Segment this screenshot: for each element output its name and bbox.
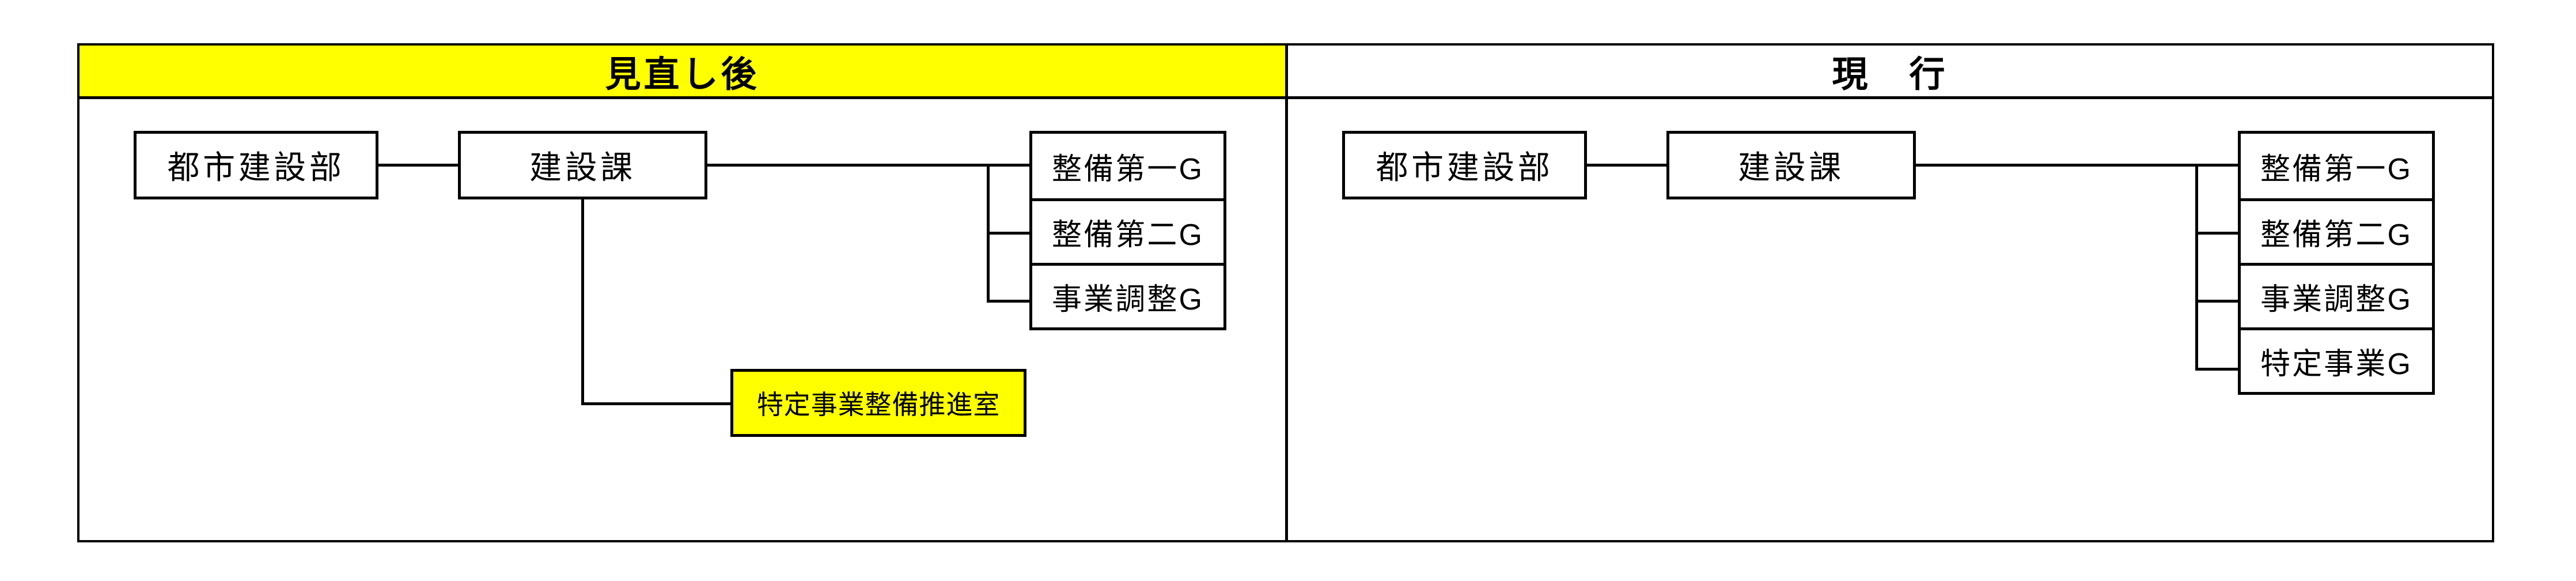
panel-after-revision-header: 見直し後	[79, 46, 1285, 99]
after-connector-to-special	[581, 402, 733, 405]
panel-current-header: 現 行	[1288, 46, 2492, 99]
current-group-box-1: 整備第一G	[2260, 152, 2413, 186]
after-group-box-3: 事業調整G	[1032, 263, 1223, 327]
after-connector-dept-division	[378, 164, 458, 167]
after-connector-division-groups	[707, 164, 1032, 167]
after-connector-stub-group3	[987, 300, 1032, 303]
panel-current-title: 現 行	[1832, 55, 1948, 95]
current-group-box-2: 整備第二G	[2241, 198, 2432, 263]
comparison-figure: 見直し後 都市建設部 建設課 整備第一G 整備第二G 事業調整G 特定事業整備推…	[77, 43, 2494, 542]
current-group-box-4: 特定事業G	[2241, 327, 2432, 392]
after-connector-stub-group2	[987, 232, 1032, 235]
panel-current: 現 行 都市建設部 建設課 整備第一G 整備第二G 事業調整G 特定事業G	[1288, 46, 2492, 540]
current-connector-stub-group3	[2195, 300, 2240, 303]
panel-current-body: 都市建設部 建設課 整備第一G 整備第二G 事業調整G 特定事業G	[1288, 99, 2492, 540]
current-connector-dept-division	[1587, 164, 1666, 167]
current-division-box: 建設課	[1666, 131, 1916, 199]
after-department-box: 都市建設部	[134, 131, 378, 199]
after-groups-column: 整備第一G 整備第二G 事業調整G	[1029, 131, 1226, 330]
current-department-box: 都市建設部	[1342, 131, 1587, 199]
after-division-box: 建設課	[458, 131, 707, 199]
current-connector-stub-group4	[2195, 368, 2240, 371]
panel-after-revision-title: 見直し後	[605, 55, 760, 95]
after-special-office-box: 特定事業整備推進室	[730, 369, 1026, 437]
current-connector-junction-vertical	[2195, 164, 2198, 371]
current-connector-stub-group2	[2195, 232, 2240, 235]
after-group-box-2: 整備第二G	[1032, 198, 1223, 263]
after-connector-division-down	[581, 199, 584, 405]
current-connector-division-groups	[1916, 164, 2240, 167]
panel-after-revision-body: 都市建設部 建設課 整備第一G 整備第二G 事業調整G 特定事業整備推進室	[79, 99, 1285, 540]
current-group-box-3: 事業調整G	[2241, 263, 2432, 327]
current-groups-column: 整備第一G 整備第二G 事業調整G 特定事業G	[2238, 131, 2435, 395]
panel-after-revision: 見直し後 都市建設部 建設課 整備第一G 整備第二G 事業調整G 特定事業整備推…	[79, 46, 1288, 540]
after-group-box-1: 整備第一G	[1051, 152, 1204, 186]
